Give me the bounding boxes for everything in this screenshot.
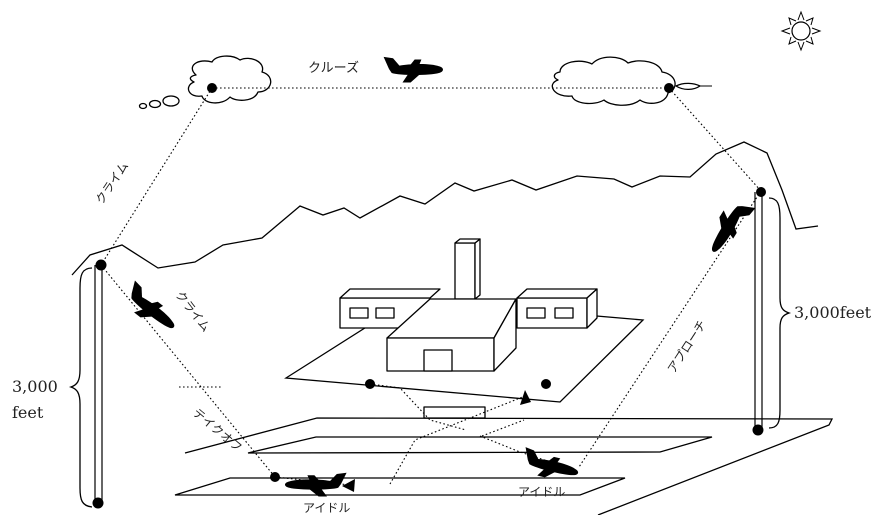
label-altitude-left-value: 3,000	[12, 377, 58, 396]
label-approach: アプローチ	[665, 318, 709, 376]
flight-path	[101, 88, 761, 485]
airplane-icon-approach	[702, 194, 755, 258]
airplane-icon-climb	[119, 280, 182, 337]
runway-outer	[185, 418, 832, 515]
label-altitude-right: 3,000feet	[794, 303, 872, 322]
label-takeoff: テイクオフ	[190, 406, 245, 455]
arrow-head-taxi-out	[342, 479, 355, 492]
airport-terminal-icon	[340, 239, 597, 371]
altitude-bar-left	[95, 265, 102, 503]
gate-block	[424, 407, 485, 418]
sun-icon	[782, 12, 820, 50]
label-altitude-left-unit: feet	[12, 403, 44, 422]
airplane-icon-cruise	[384, 57, 443, 83]
brace-left	[71, 268, 92, 507]
cloud-icon-right	[552, 57, 712, 105]
label-cruise: クルーズ	[308, 60, 359, 76]
cloud-icon-left	[140, 56, 271, 108]
airplane-icon-idle-left	[285, 473, 347, 497]
label-climb-upper: クライム	[93, 159, 131, 206]
runway-inner	[248, 437, 712, 453]
label-climb-lower: クライム	[173, 288, 213, 334]
mountain-range-icon	[72, 142, 818, 275]
label-idle-left: アイドル	[303, 501, 350, 515]
altitude-bar-right	[755, 192, 762, 430]
label-idle-right: アイドル	[518, 485, 565, 499]
brace-right	[769, 198, 789, 428]
